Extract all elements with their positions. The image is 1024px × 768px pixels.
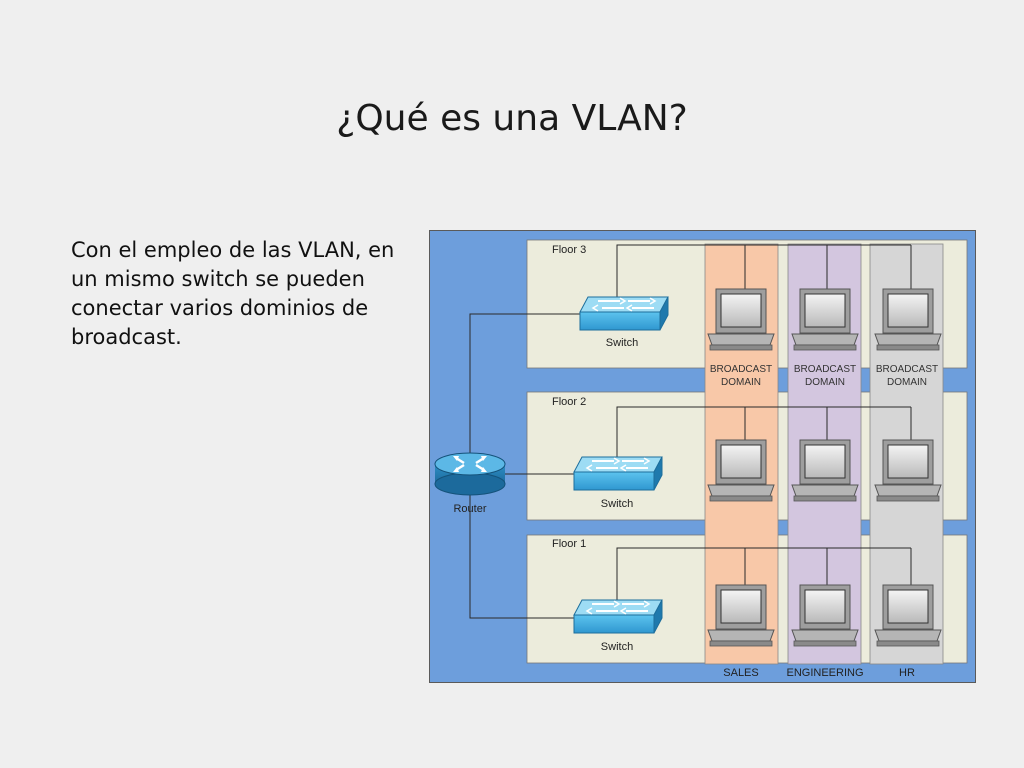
column-label-hr: HR bbox=[899, 667, 915, 679]
broadcast-domain-label-sales-line-1: BROADCAST bbox=[710, 364, 772, 375]
floor-2-label: Floor 2 bbox=[552, 396, 586, 408]
pc-hr-floor-3-icon bbox=[874, 288, 942, 351]
network-cables bbox=[469, 244, 912, 619]
switch-floor-1-icon bbox=[573, 599, 663, 634]
router-label: Router bbox=[453, 503, 486, 515]
pc-sales-floor-3-icon bbox=[707, 288, 775, 351]
router-icon bbox=[434, 452, 506, 496]
pc-engineering-floor-1-icon bbox=[791, 584, 859, 647]
pc-sales-floor-1-icon bbox=[707, 584, 775, 647]
floor-3-label: Floor 3 bbox=[552, 244, 586, 256]
vlan-diagram: Floor 3 Floor 2 Floor 1 Switch Switch Sw… bbox=[429, 230, 976, 683]
broadcast-domain-label-sales-line-2: DOMAIN bbox=[721, 377, 761, 388]
pc-engineering-floor-2-icon bbox=[791, 439, 859, 502]
floor-1-label: Floor 1 bbox=[552, 538, 586, 550]
pc-sales-floor-2-icon bbox=[707, 439, 775, 502]
broadcast-domain-label-hr-line-2: DOMAIN bbox=[887, 377, 927, 388]
pc-hr-floor-1-icon bbox=[874, 584, 942, 647]
switch-floor-2-label: Switch bbox=[601, 498, 633, 510]
broadcast-domain-label-engineering-line-1: BROADCAST bbox=[794, 364, 856, 375]
switch-floor-2-icon bbox=[573, 456, 663, 491]
switch-floor-1-label: Switch bbox=[601, 641, 633, 653]
pc-engineering-floor-3-icon bbox=[791, 288, 859, 351]
column-label-sales: SALES bbox=[723, 667, 758, 679]
broadcast-domain-label-engineering-line-2: DOMAIN bbox=[805, 377, 845, 388]
body-text: Con el empleo de las VLAN, en un mismo s… bbox=[71, 238, 395, 349]
broadcast-domain-label-hr-line-1: BROADCAST bbox=[876, 364, 938, 375]
pc-hr-floor-2-icon bbox=[874, 439, 942, 502]
switch-floor-3-label: Switch bbox=[606, 337, 638, 349]
switch-floor-3-icon bbox=[579, 296, 669, 331]
slide-title: ¿Qué es una VLAN? bbox=[336, 98, 688, 139]
column-label-engineering: ENGINEERING bbox=[786, 667, 863, 679]
